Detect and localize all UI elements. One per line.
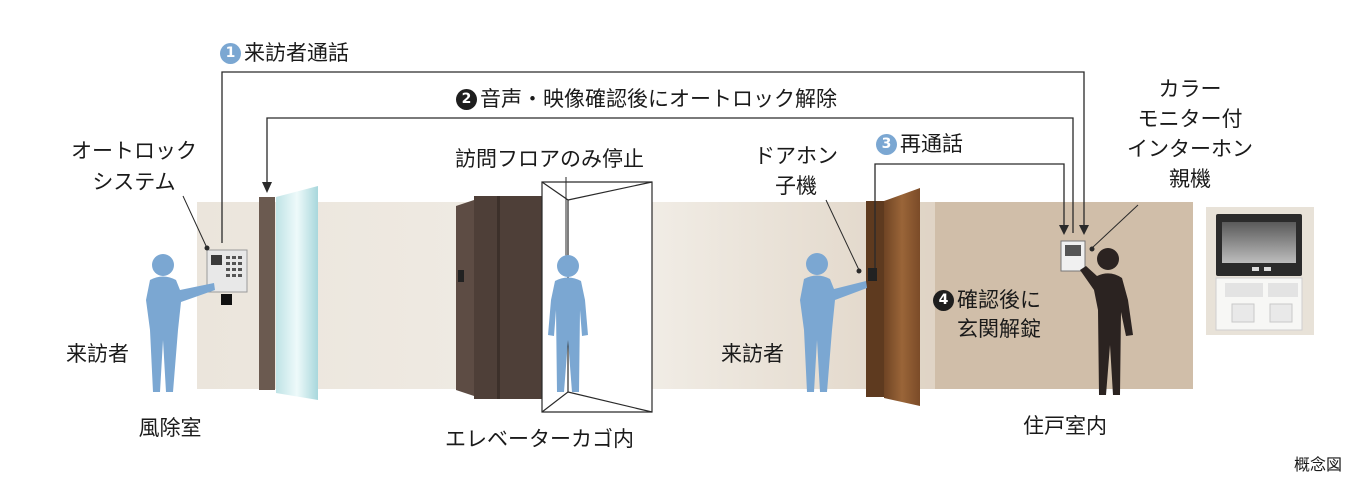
visitor-label-right: 来訪者	[721, 342, 784, 366]
concept-note: 概念図	[1294, 455, 1343, 474]
intercom-product-photo	[1206, 207, 1314, 335]
residence-door	[884, 188, 920, 406]
autolock-reader	[221, 294, 232, 305]
elevator-button	[458, 270, 464, 282]
door-phone-label-line1: ドアホン	[754, 144, 838, 168]
step-2-label: 2 音声・映像確認後にオートロック解除	[456, 86, 837, 112]
monitor-label-line3: インターホン	[1127, 137, 1253, 161]
elevator-stop-label: 訪問フロアのみ停止	[455, 147, 644, 171]
visitor-label-left: 来訪者	[66, 342, 129, 366]
leader-door-phone	[825, 199, 860, 271]
step-3-text: 再通話	[900, 132, 963, 156]
monitor-label-line4: 親機	[1169, 167, 1211, 191]
autolock-screen	[211, 255, 222, 265]
leader-autolock	[182, 195, 208, 249]
vestibule-pillar	[259, 197, 275, 390]
elevator-door	[474, 196, 542, 399]
step-1-label: 1 来訪者通話	[220, 40, 349, 66]
elevator-door-left	[456, 200, 474, 396]
monitor-label-line2: モニター付	[1137, 107, 1243, 131]
step-number-1: 1	[220, 42, 241, 64]
flow-line-3	[874, 163, 1065, 268]
elevator-door-stripe	[497, 196, 500, 399]
step-2-text: 音声・映像確認後にオートロック解除	[480, 87, 837, 111]
visitor-figure-right	[800, 253, 867, 392]
step-4-text-line2: 玄関解錠	[957, 317, 1041, 341]
flow-line-2	[266, 117, 1074, 233]
step-number-2: 2	[456, 88, 477, 110]
visitor-figure-elevator	[548, 255, 588, 392]
step-4-text: 確認後に	[957, 288, 1041, 312]
door-phone-unit	[868, 268, 877, 281]
autolock-label-line2: システム	[92, 170, 176, 194]
step-4-label: 4 確認後に	[933, 287, 1041, 313]
resident-figure	[1080, 248, 1133, 395]
door-phone-label-line2: 子機	[775, 174, 817, 198]
autolock-keypad	[226, 256, 242, 277]
glass-door	[276, 186, 318, 400]
residence-door-frame	[866, 201, 884, 397]
step-number-3: 3	[876, 133, 897, 155]
step-1-text: 来訪者通話	[244, 41, 349, 65]
monitor-label-line1: カラー	[1158, 77, 1222, 101]
visitor-figure-left	[146, 254, 215, 392]
leader-monitor	[1091, 204, 1139, 249]
residence-label: 住戸室内	[1023, 414, 1107, 438]
autolock-label-line1: オートロック	[71, 139, 197, 163]
step-3-label: 3 再通話	[876, 131, 963, 157]
flow-line-1	[221, 71, 1085, 243]
vestibule-label: 風除室	[138, 416, 202, 440]
step-number-4: 4	[933, 289, 954, 311]
elevator-label: エレベーターカゴ内	[445, 427, 634, 451]
